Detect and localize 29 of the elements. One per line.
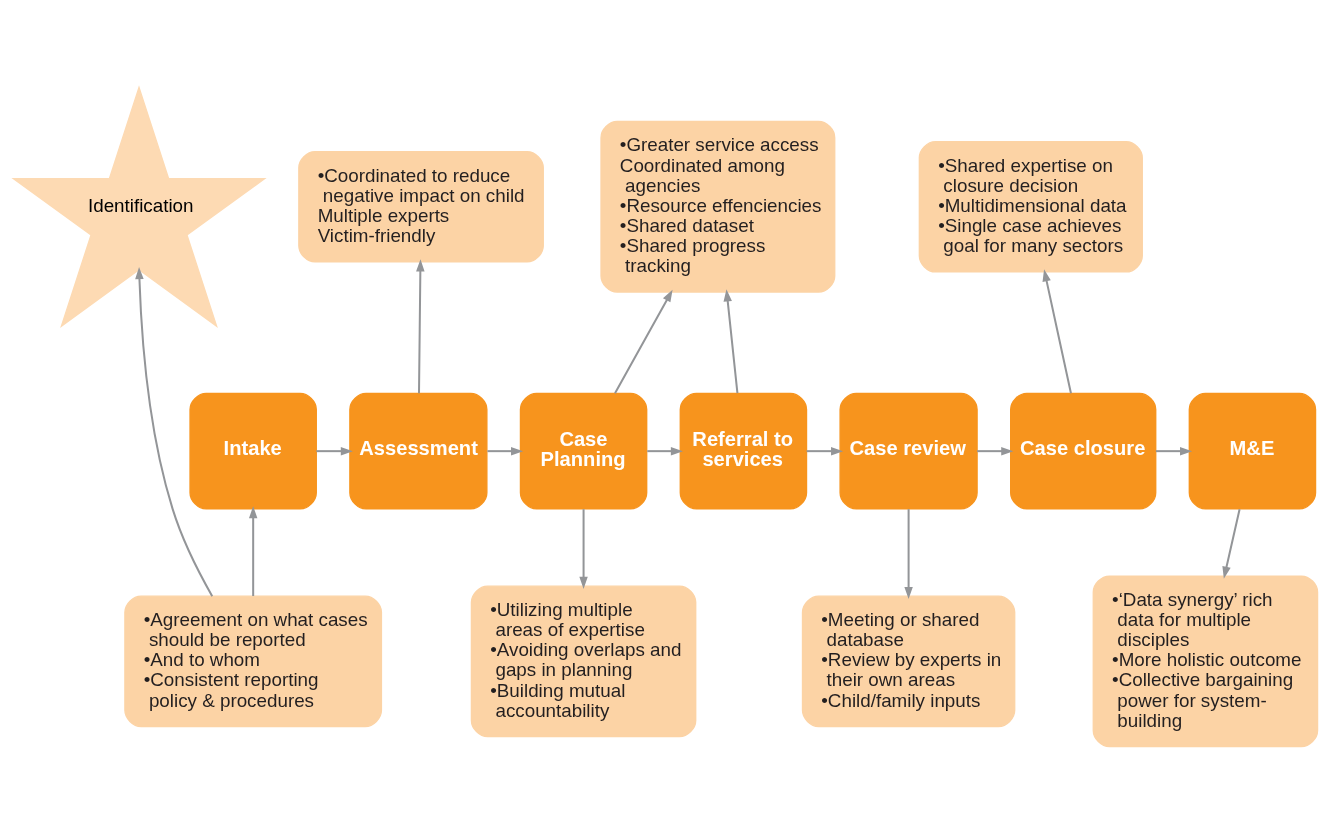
node-box: Case closure bbox=[1010, 392, 1157, 510]
node-box: •Agreement on what cases should be reported •And to whom •Consistent reporting policy & procedures bbox=[124, 595, 383, 728]
arrow bbox=[248, 506, 258, 597]
arrow bbox=[1222, 508, 1241, 579]
node-box: Assessment bbox=[349, 392, 488, 510]
arrow bbox=[723, 289, 739, 394]
node-box: Intake bbox=[189, 392, 317, 510]
arrow bbox=[1155, 446, 1193, 456]
arrow bbox=[904, 509, 913, 600]
node-box: Referral to services bbox=[679, 392, 808, 510]
arrow bbox=[806, 446, 844, 456]
arrow bbox=[316, 446, 353, 456]
node-box: •Greater service access Coordinated among agencies •Resource effenciencies •Shared dataset •Shared progress tracking bbox=[600, 120, 836, 293]
arrow bbox=[579, 509, 588, 589]
arrow bbox=[614, 289, 673, 394]
node-box: •‘Data synergy’ rich data for multiple disciples •More holistic outcome •Collective bargaining power for system-building bbox=[1092, 575, 1319, 748]
node-box: •Utilizing multiple areas of expertise •Avoiding overlaps and gaps in planning •Building mutual accountability bbox=[470, 585, 697, 738]
arrow bbox=[977, 446, 1014, 456]
node-box: M&E bbox=[1188, 392, 1317, 510]
arrow bbox=[416, 259, 425, 394]
node-box: Case Planning bbox=[519, 392, 648, 510]
node-box: •Coordinated to reduce negative impact on child Multiple experts Victim-friendly bbox=[298, 151, 544, 263]
arrow bbox=[135, 267, 214, 597]
arrow bbox=[487, 446, 524, 456]
node-box: •Shared expertise on closure decision •Multidimensional data •Single case achieves goal for many sectors bbox=[918, 141, 1143, 273]
node-box: •Meeting or shared database •Review by experts in their own areas •Child/family inputs bbox=[801, 595, 1016, 728]
node-box: Case review bbox=[839, 392, 978, 510]
arrow bbox=[647, 446, 683, 456]
arrow bbox=[1042, 269, 1072, 394]
